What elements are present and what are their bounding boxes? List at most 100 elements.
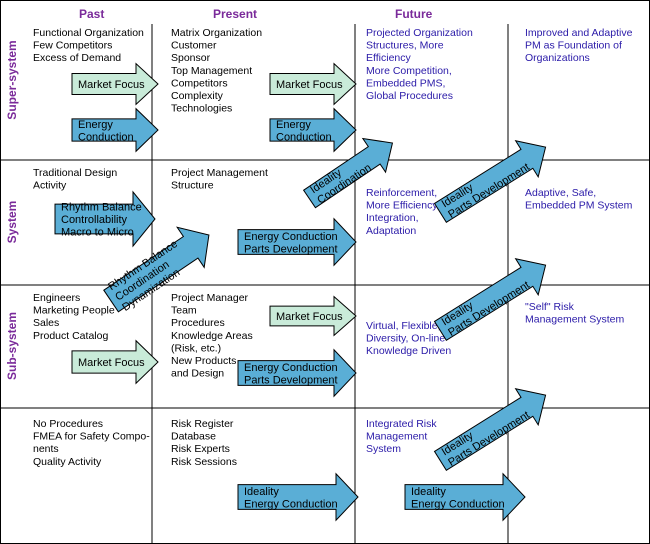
cell-line: "Self" Risk (525, 301, 575, 313)
cell-line: Product Catalog (33, 330, 108, 342)
arrow-shape (433, 388, 547, 472)
cell-line: Reinforcement, (366, 187, 437, 199)
cell-line: System (366, 443, 401, 455)
column-header: Present (213, 7, 257, 21)
row-header: Super-system (5, 40, 19, 119)
cell-line: nents (33, 443, 59, 455)
cell-line: Organizations (525, 52, 590, 64)
cell-line: Marketing People (33, 305, 115, 317)
cell-line: Sales (33, 317, 59, 329)
arrow-label: Energy Conduction (244, 498, 338, 510)
arrow-label: Parts Development (244, 243, 338, 255)
cell-line: Quality Activity (33, 456, 102, 468)
cell-line: No Procedures (33, 418, 103, 430)
arrow-label: Market Focus (276, 311, 343, 323)
cell-line: (Risk, etc.) (171, 342, 221, 354)
arrow-label: Energy Conduction (411, 498, 505, 510)
arrow-shape (269, 107, 357, 153)
cell-line: Customer (171, 40, 217, 52)
arrow-label: Ideality (244, 486, 279, 498)
arrow-shape (433, 140, 547, 224)
arrow-shape (269, 62, 357, 106)
arrow-shape (103, 226, 210, 313)
cell-text-system-future2: Adaptive, Safe,Embedded PM System (525, 187, 633, 212)
arrow-green: Market Focus (71, 339, 159, 385)
cell-line: Virtual, Flexible, (366, 320, 441, 332)
cell-line: More Competition, (366, 65, 452, 77)
row-header: Sub-system (5, 312, 19, 380)
cell-line: More Efficiency (366, 200, 438, 212)
arrow-label: Market Focus (276, 79, 343, 91)
cell-line: FMEA for Safety Compo- (33, 431, 150, 443)
arrow-label: Energy Conduction (244, 231, 338, 243)
cell-text-system-future1: Reinforcement,More EfficiencyIntegration… (366, 187, 438, 237)
cell-line: Adaptive, Safe, (525, 187, 596, 199)
arrow-label: Controllability (61, 214, 128, 226)
cell-line: Risk Experts (171, 443, 230, 455)
cell-line: Embedded PMS, (366, 77, 445, 89)
cell-line: Sponsor (171, 52, 211, 64)
cell-line: New Products (171, 355, 236, 367)
column-header: Future (395, 7, 433, 21)
arrow-green: Market Focus (269, 62, 357, 106)
arrow-label: Market Focus (78, 357, 145, 369)
cell-line: Integrated Risk (366, 418, 437, 430)
arrow-label: Parts Development (244, 374, 338, 386)
cell-text-sub-future1: Virtual, Flexible,Diversity, On-lineKnow… (366, 320, 451, 357)
cell-line: Improved and Adaptive (525, 27, 633, 39)
cell-line: Structures, More (366, 40, 444, 52)
row-header: System (5, 201, 19, 244)
arrow-label: Energy (78, 119, 113, 131)
arrow-shape (71, 62, 159, 106)
cell-line: Diversity, On-line (366, 333, 445, 345)
cell-line: Projected Organization (366, 27, 473, 39)
arrow-label: Energy Conduction (244, 362, 338, 374)
arrow-label: Energy (276, 119, 311, 131)
arrow-label: Ideality (411, 486, 446, 498)
arrow-shape (237, 217, 357, 267)
arrow-shape (71, 339, 159, 385)
arrow-green: Market Focus (71, 62, 159, 106)
cell-line: Functional Organization (33, 27, 144, 39)
arrow-shape (269, 295, 357, 337)
cell-line: Risk Register (171, 418, 234, 430)
arrow-label: Macro to Micro (61, 227, 134, 239)
arrow-green: Market Focus (269, 295, 357, 337)
cell-line: Global Procedures (366, 90, 453, 102)
cell-line: Management System (525, 314, 624, 326)
cell-line: Structure (171, 180, 214, 192)
arrow-label: Conduction (276, 131, 332, 143)
cell-line: Integration, (366, 212, 419, 224)
cell-line: Technologies (171, 103, 232, 115)
arrow-label: Rhythm Balance (61, 202, 142, 214)
cell-line: PM as Foundation of (525, 40, 622, 52)
arrow-shape (54, 190, 156, 248)
column-header: Past (79, 7, 104, 21)
cell-line: Project Manager (171, 292, 249, 304)
cell-line: Matrix Organization (171, 27, 262, 39)
cell-line: Procedures (171, 317, 225, 329)
cell-line: Few Competitors (33, 40, 112, 52)
arrow-shape (237, 348, 357, 398)
cell-line: Database (171, 431, 216, 443)
arrow-shape (302, 137, 394, 209)
cell-line: Adaptation (366, 225, 416, 237)
